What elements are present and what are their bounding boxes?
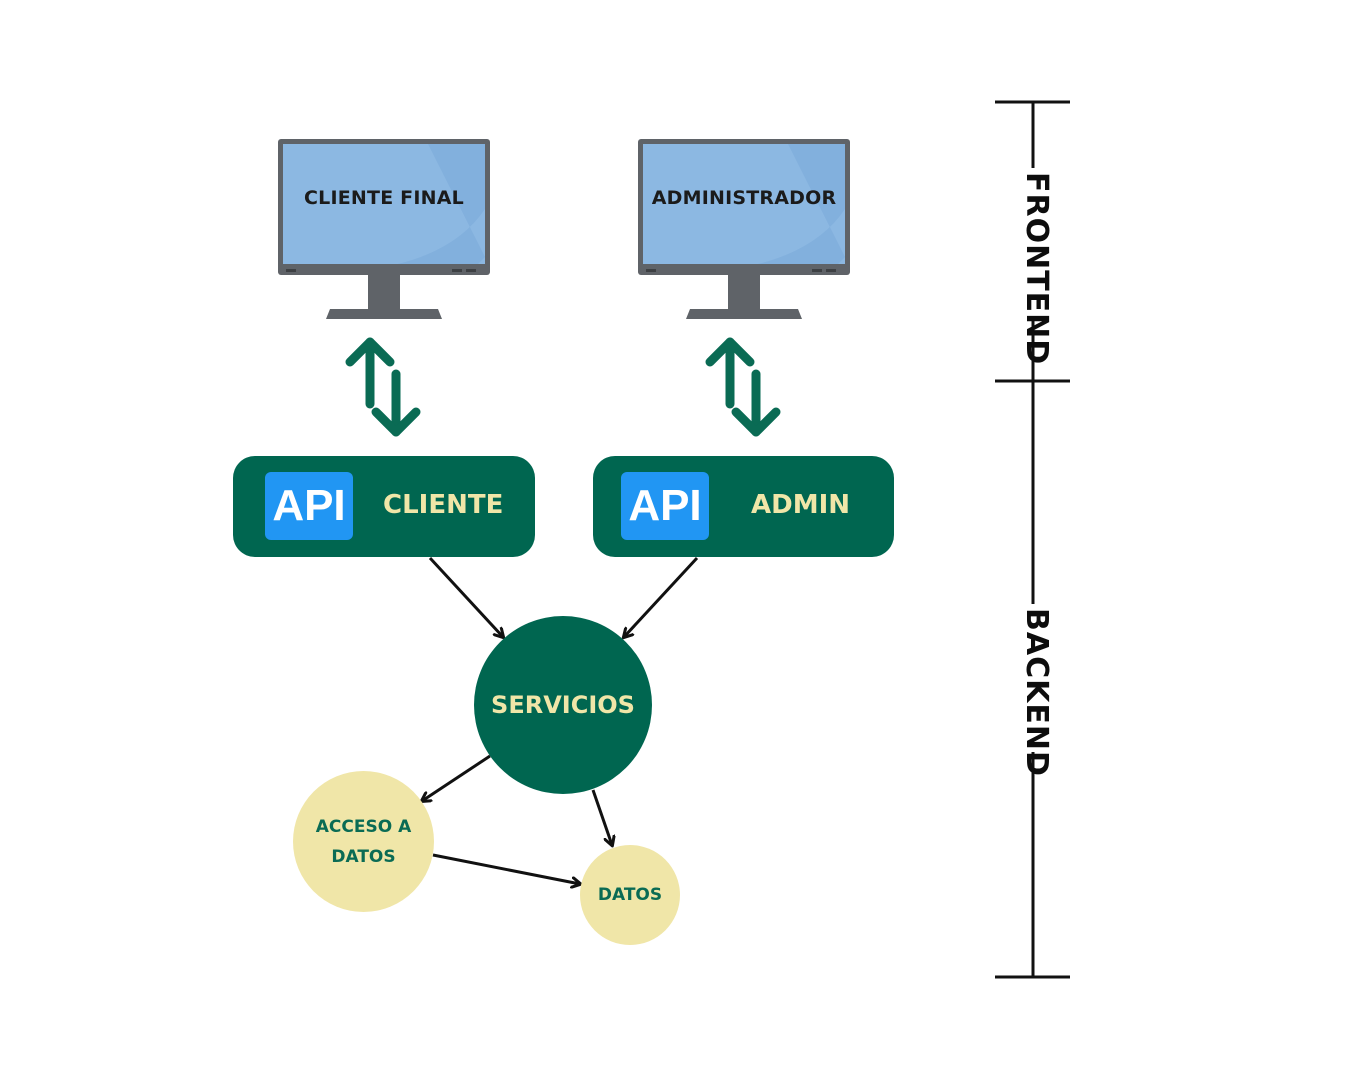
bidirectional-arrow-icon [705, 337, 781, 437]
arrow-api-admin-to-servicios [624, 556, 699, 637]
arrow-servicios-to-acceso [422, 754, 491, 801]
datos-label: DATOS [597, 885, 663, 905]
api-name: CLIENTE [383, 490, 504, 520]
acceso-datos-label-line2: DATOS [331, 846, 396, 867]
arrow-servicios-to-datos [591, 789, 612, 845]
arrow-acceso-to-datos [432, 853, 580, 884]
api-name: ADMIN [751, 490, 851, 520]
api-admin-box: API ADMIN [593, 456, 894, 557]
acceso-datos-label-line1: ACCESO A [315, 816, 412, 837]
api-badge: API [265, 472, 353, 540]
frontend-layer-label: FRONTEND [1018, 168, 1054, 365]
acceso-datos-node: ACCESO A DATOS [293, 771, 434, 912]
datos-node: DATOS [580, 845, 680, 945]
backend-layer-label: BACKEND [1018, 604, 1054, 777]
servicios-label: SERVICIOS [491, 691, 635, 719]
monitor-administrador: ADMINISTRADOR [638, 139, 850, 319]
arrow-api-cliente-to-servicios [428, 556, 503, 637]
api-cliente-box: API CLIENTE [233, 456, 535, 557]
monitor-cliente-final: CLIENTE FINAL [278, 139, 490, 319]
monitor-label: CLIENTE FINAL [304, 187, 464, 209]
monitor-label: ADMINISTRADOR [651, 187, 837, 209]
monitor-icon [638, 139, 850, 319]
monitor-icon [278, 139, 490, 319]
api-badge: API [621, 472, 709, 540]
bidirectional-arrow-icon [345, 337, 421, 437]
servicios-node: SERVICIOS [474, 616, 652, 794]
